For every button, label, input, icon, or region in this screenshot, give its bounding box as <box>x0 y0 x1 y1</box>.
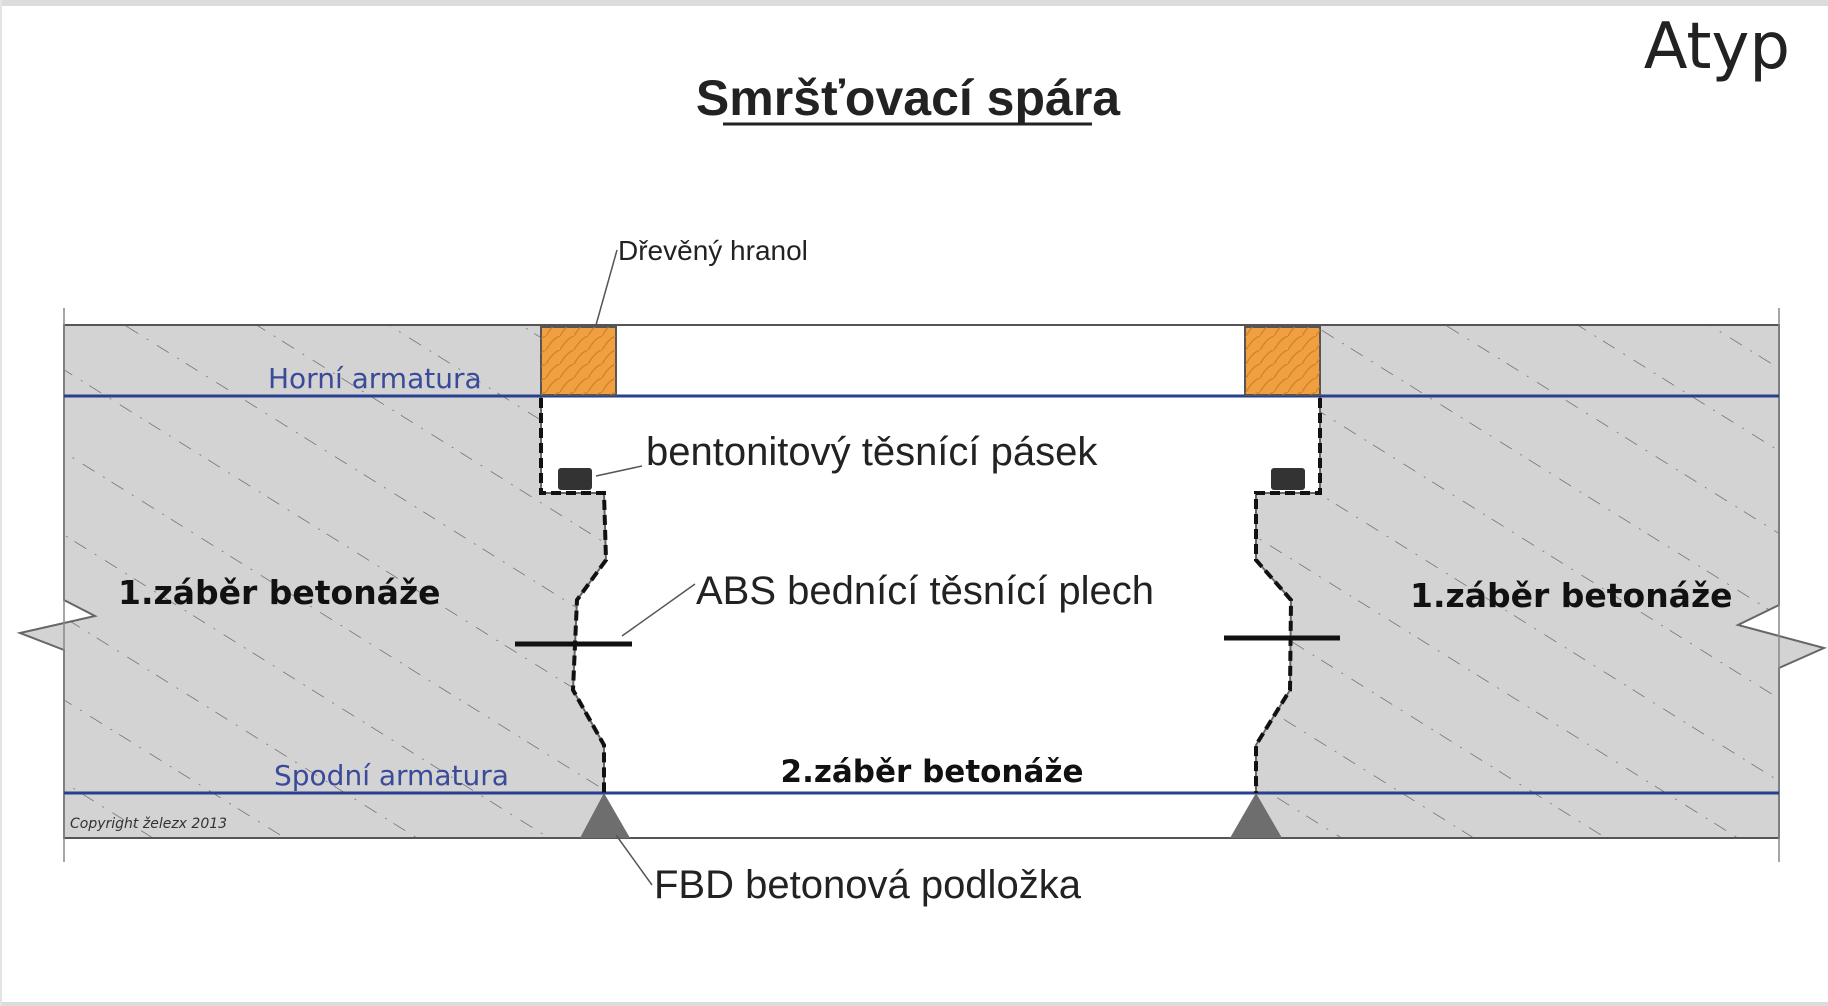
copyright-text: Copyright železx 2013 <box>70 816 227 832</box>
abs-leader-line <box>621 583 696 637</box>
spacer-label: FBD betonová podložka <box>654 863 1082 907</box>
top-rebar-label: Horní armatura <box>268 362 482 395</box>
abs-sheet-label: ABS bednící těsnící plech <box>696 569 1154 613</box>
wood-block-label: Dřevěný hranol <box>618 235 808 266</box>
bentonite-leader-line <box>595 465 643 477</box>
bottom-frame-bar <box>0 1002 1828 1006</box>
right-fbd-spacer <box>1230 793 1282 838</box>
bentonite-strip-label: bentonitový těsnící pásek <box>646 430 1098 474</box>
left-wood-grain <box>541 327 616 395</box>
right-concrete-hatch <box>1256 325 1824 838</box>
right-wood-grain <box>1245 327 1320 395</box>
bottom-rebar-label: Spodní armatura <box>274 759 509 792</box>
top-frame-bar <box>0 0 1828 6</box>
left-bentonite-strip <box>558 468 592 490</box>
diagram-title: Smršťovací spára <box>696 70 1121 126</box>
left-abs-sheet <box>539 398 609 793</box>
wood-leader-line <box>595 249 618 326</box>
second-pour-label: 2.záběr betonáže <box>781 754 1084 790</box>
left-fbd-spacer <box>580 793 630 838</box>
spacer-leader-line <box>615 834 653 886</box>
left-concrete-hatch <box>20 325 606 838</box>
first-pour-left-label: 1.záběr betonáže <box>118 573 441 612</box>
corner-label: Atyp <box>1644 10 1790 84</box>
first-pour-right-label: 1.záběr betonáže <box>1410 576 1733 615</box>
right-bentonite-strip <box>1271 468 1305 490</box>
second-pour-base <box>604 793 1256 838</box>
right-abs-sheet <box>1254 398 1322 793</box>
left-frame-bar <box>0 0 2 1006</box>
